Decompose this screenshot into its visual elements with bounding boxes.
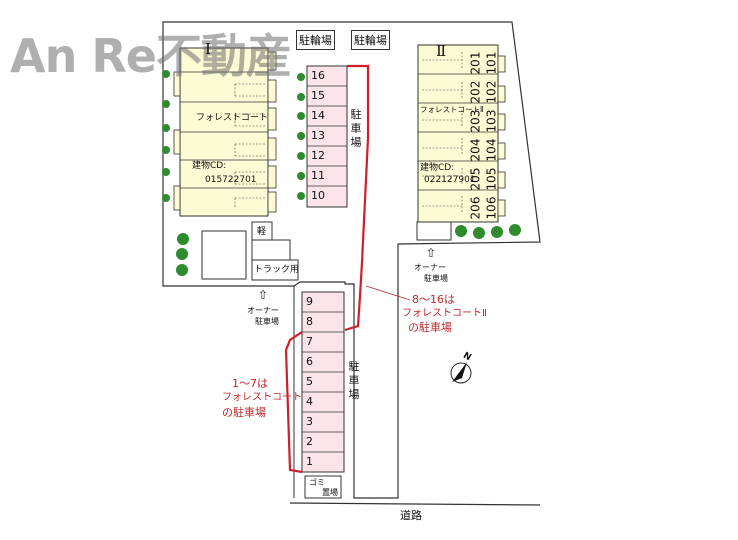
building-one [173, 47, 277, 217]
tree-icon [162, 168, 170, 176]
unit-number-106: 106 [484, 196, 499, 220]
parking-upper-label: 駐車場 [350, 108, 362, 149]
building-two-code: 022127901 [424, 175, 476, 185]
bike-parking-label-1: 駐輪場 [296, 30, 335, 50]
garbage-label-1: ゴミ [309, 478, 325, 487]
kei-space-2 [251, 239, 291, 261]
building-one-name: フォレストコート [196, 113, 269, 123]
parking-slot-9: 9 [306, 295, 313, 308]
bike-parking-label-2: 駐輪場 [351, 30, 390, 50]
red-line-forest-two [344, 64, 370, 332]
tree-icon [297, 112, 305, 120]
north-arrow-icon [450, 362, 472, 384]
unit-number-105: 105 [484, 167, 499, 191]
parking-slot-1: 1 [306, 455, 313, 468]
note-forest-two-line2: フォレストコートⅡ [402, 308, 487, 319]
note-forest-one-line1: 1～7は [232, 377, 268, 390]
owner-parking-left-line2: 駐車場 [255, 317, 279, 326]
building-two-roman: Ⅱ [436, 42, 447, 60]
parking-slot-14: 14 [311, 109, 325, 122]
parking-slot-10: 10 [311, 189, 325, 202]
parking-slot-6: 6 [306, 355, 313, 368]
parking-slot-12: 12 [311, 149, 325, 162]
building-two-code-label: 建物CD: [420, 163, 455, 173]
note-forest-one-line3: の駐車場 [222, 406, 266, 419]
parking-slot-16: 16 [311, 69, 325, 82]
parking-slot-11: 11 [311, 169, 325, 182]
parking-slot-5: 5 [306, 375, 313, 388]
owner-parking-left-line1: オーナー [247, 306, 279, 315]
road-label: 道路 [400, 509, 422, 522]
unit-number-201: 201 [468, 51, 483, 75]
red-pointer-line-1 [365, 285, 411, 301]
unit-number-205: 205 [468, 167, 483, 191]
parking-slot-2: 2 [306, 435, 313, 448]
owner-box-right [416, 221, 452, 241]
garbage-area [304, 475, 342, 499]
kei-label: 軽 [257, 227, 267, 237]
unit-number-103: 103 [484, 109, 499, 133]
truck-space [251, 259, 299, 281]
note-forest-two-line1: 8～16は [412, 293, 455, 306]
unit-number-101: 101 [484, 51, 499, 75]
owner-parking-right-arrow-icon: ⇧ [426, 246, 437, 260]
tree-icon [162, 146, 170, 154]
garbage-label-2: 置場 [322, 488, 338, 497]
unit-number-102: 102 [484, 80, 499, 104]
note-forest-two-line3: の駐車場 [408, 321, 452, 334]
parking-slot-15: 15 [311, 89, 325, 102]
tree-icon [176, 264, 188, 276]
unit-number-104: 104 [484, 138, 499, 162]
tree-icon [491, 226, 503, 238]
storage-box [201, 230, 247, 280]
building-one-code: 015722701 [205, 175, 257, 185]
red-line-forest-one [284, 331, 303, 474]
tree-icon [297, 73, 305, 81]
tree-icon [177, 233, 189, 245]
unit-number-204: 204 [468, 138, 483, 162]
tree-icon [297, 152, 305, 160]
parking-lower-label: 駐車場 [348, 360, 360, 401]
owner-parking-right-line1: オーナー [414, 263, 446, 272]
truck-label: トラック用 [254, 265, 300, 275]
parking-lower [301, 291, 345, 473]
tree-icon [162, 124, 170, 132]
parking-slot-4: 4 [306, 395, 313, 408]
tree-icon [162, 70, 170, 78]
note-forest-one-line2: フォレストコート [222, 392, 302, 403]
building-one-roman: Ⅰ [205, 40, 211, 58]
owner-parking-left-arrow-icon: ⇧ [258, 288, 269, 302]
parking-slot-13: 13 [311, 129, 325, 142]
unit-number-206: 206 [468, 196, 483, 220]
tree-icon [297, 93, 305, 101]
parking-slot-7: 7 [306, 335, 313, 348]
building-two-name: フォレストコートⅡ [420, 105, 484, 114]
road-line [289, 502, 541, 506]
tree-icon [176, 248, 188, 260]
watermark: An Re不動産 [10, 29, 292, 83]
parking-slot-8: 8 [306, 315, 313, 328]
building-one-code-label: 建物CD: [192, 161, 227, 171]
tree-icon [162, 100, 170, 108]
parking-slot-3: 3 [306, 415, 313, 428]
parking-upper [306, 65, 348, 208]
tree-icon [473, 227, 485, 239]
tree-icon [509, 224, 521, 236]
tree-icon [297, 132, 305, 140]
tree-icon [162, 194, 170, 202]
building-two [417, 44, 506, 223]
owner-parking-right-line2: 駐車場 [424, 274, 448, 283]
tree-icon [455, 225, 467, 237]
tree-icon [297, 192, 305, 200]
unit-number-203: 203 [468, 109, 483, 133]
unit-number-202: 202 [468, 80, 483, 104]
tree-icon [297, 172, 305, 180]
